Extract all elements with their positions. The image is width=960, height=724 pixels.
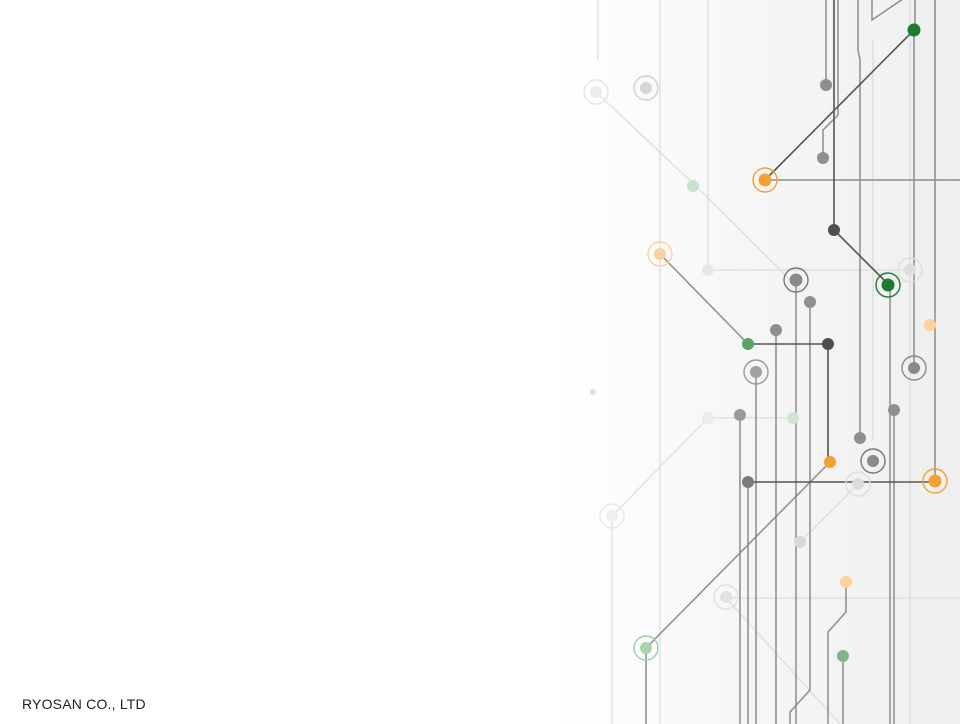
gray-circuit-lines: [645, 0, 960, 724]
company-name: RYOSAN CO., LTD: [22, 696, 146, 712]
ring-nodes: [583, 75, 948, 661]
dot-nodes: [590, 23, 942, 662]
faint-circuit-lines: [595, 0, 960, 724]
